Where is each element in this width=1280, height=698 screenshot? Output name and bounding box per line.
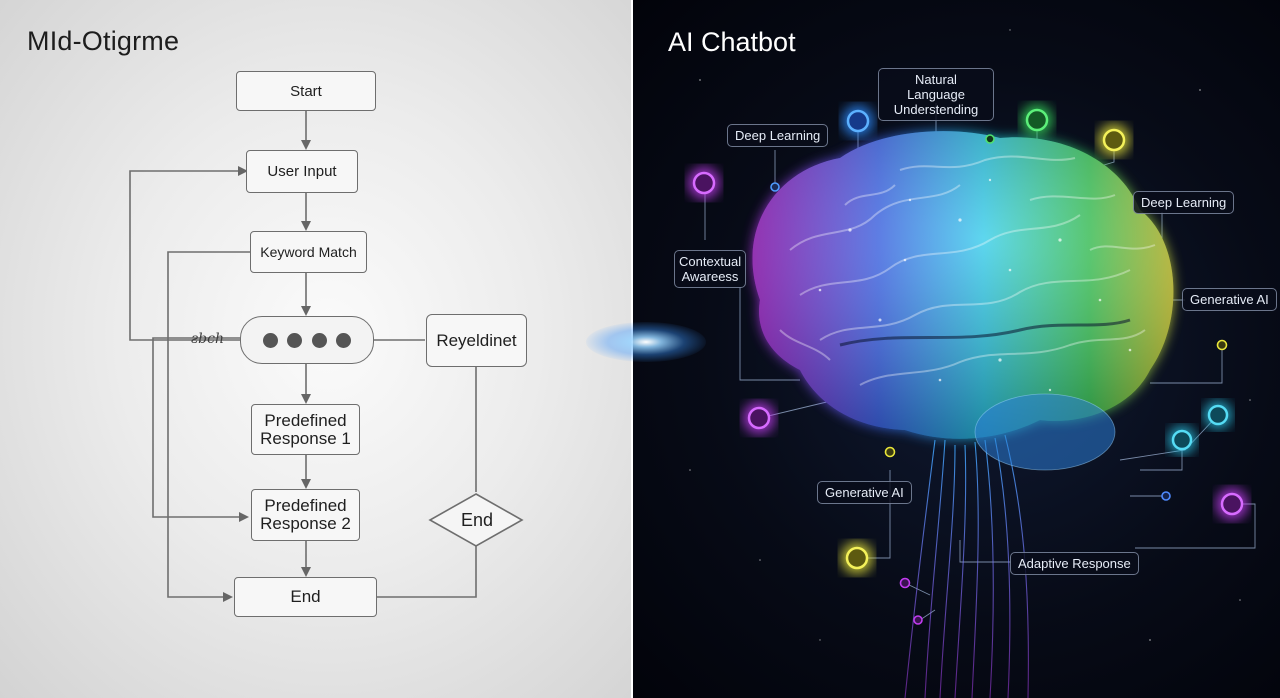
predefined-response-1-node: Predefined Response 1	[251, 404, 360, 455]
divider-glow	[586, 322, 706, 362]
predefined-response-2-node: Predefined Response 2	[251, 489, 360, 541]
reyeldinet-node: Reyeldinet	[426, 314, 527, 367]
label-nlu: Natural Language Understending	[878, 68, 994, 121]
user-input-node: User Input	[246, 150, 358, 193]
ai-title: AI Chatbot	[668, 27, 796, 57]
flowchart-connectors	[129, 111, 524, 602]
label-contextual-awareness: Contextual Awareess	[674, 250, 746, 288]
label-generative-ai-bottom: Generative AI	[817, 481, 912, 504]
end-node: End	[234, 577, 377, 617]
neural-nodes	[688, 104, 1248, 625]
decision-node	[240, 316, 374, 364]
flowchart-title: MId-Otigrme	[27, 26, 180, 56]
decision-dot	[262, 332, 278, 348]
brain-illustration	[688, 29, 1256, 698]
label-deep-learning-left: Deep Learning	[727, 124, 829, 147]
decision-dot	[336, 332, 352, 348]
loop-label: ƨbch	[191, 331, 225, 347]
decision-dot	[311, 332, 327, 348]
label-generative-ai-right: Generative AI	[1182, 288, 1277, 311]
decision-dot	[287, 332, 303, 348]
start-node: Start	[236, 71, 376, 111]
end-diamond-label: End	[461, 510, 494, 530]
label-deep-learning-right: Deep Learning	[1133, 191, 1235, 214]
label-adaptive-response: Adaptive Response	[1010, 552, 1139, 575]
keyword-match-node: Keyword Match	[250, 231, 367, 273]
